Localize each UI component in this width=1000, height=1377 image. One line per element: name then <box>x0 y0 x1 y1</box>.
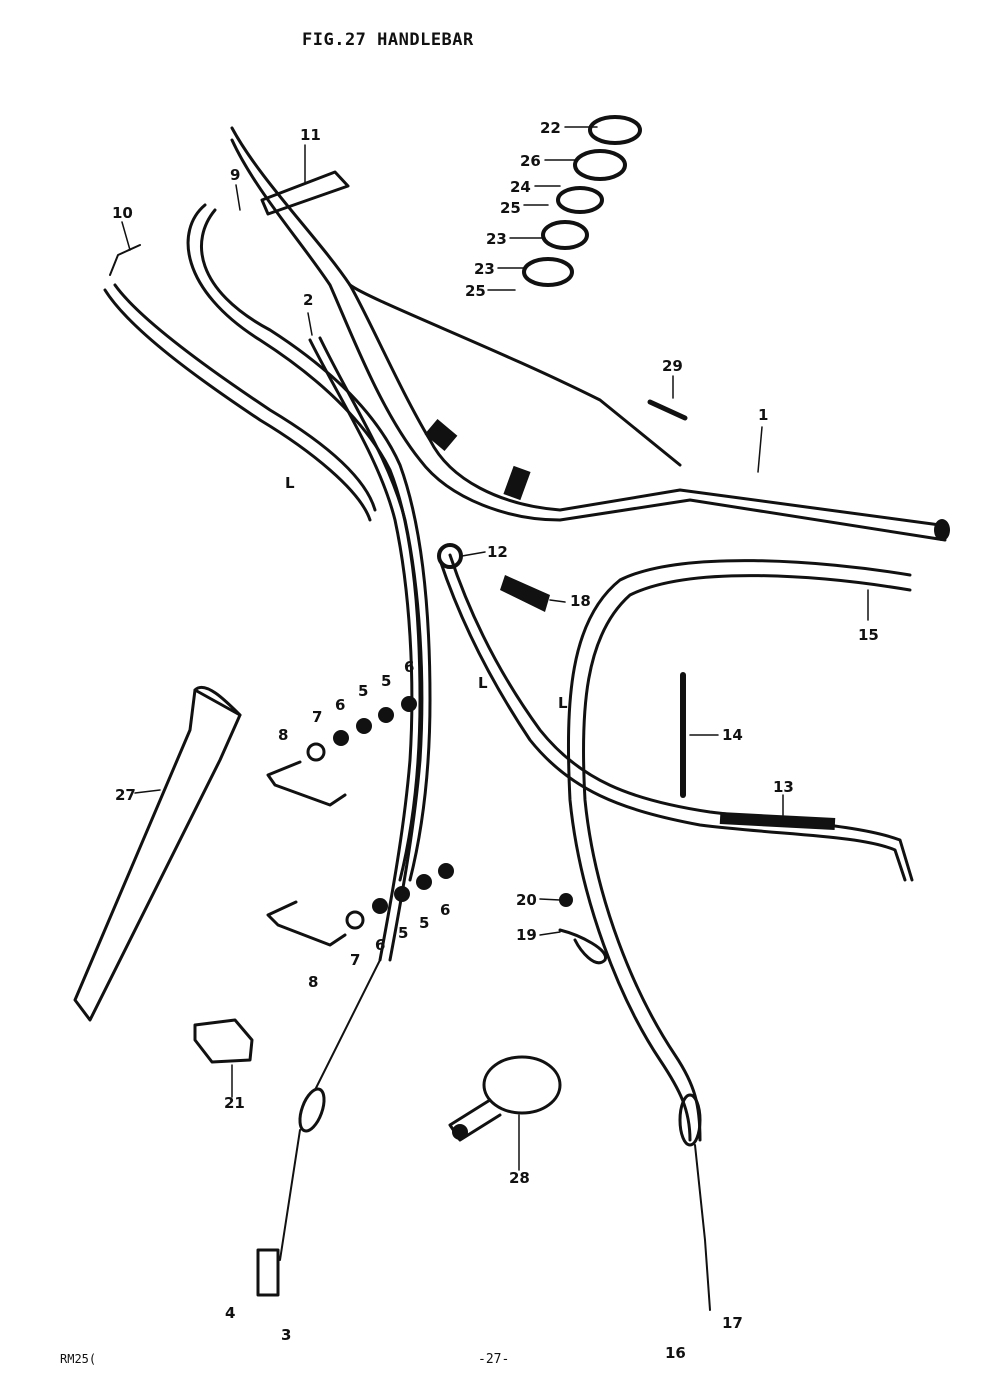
callout-cLc: L <box>558 694 568 712</box>
throttle-housing <box>448 1055 562 1142</box>
callout-c23b: 23 <box>474 260 495 278</box>
cable-cover <box>73 686 242 1022</box>
callout-c4: 4 <box>225 1304 235 1322</box>
callout-c6d: 6 <box>440 901 450 919</box>
clutch-cable-right <box>566 559 912 1311</box>
clamp-lower <box>266 900 347 947</box>
callout-c15: 15 <box>858 626 879 644</box>
throttle-cable <box>103 244 377 522</box>
callout-c10: 10 <box>112 204 133 222</box>
callout-c9: 9 <box>230 166 240 184</box>
pin <box>647 399 688 421</box>
callout-c29: 29 <box>662 357 683 375</box>
callout-c26: 26 <box>520 152 541 170</box>
callout-cLb: L <box>478 674 488 692</box>
callout-c5c: 5 <box>398 924 408 942</box>
callout-c12: 12 <box>487 543 508 561</box>
callout-c3: 3 <box>281 1326 291 1344</box>
callout-c23a: 23 <box>486 230 507 248</box>
throttle-cable-right <box>438 553 914 882</box>
damper-rubber <box>500 575 550 612</box>
callout-c27: 27 <box>115 786 136 804</box>
callout-c25b: 25 <box>465 282 486 300</box>
grip <box>260 170 350 216</box>
callout-c25a: 25 <box>500 199 521 217</box>
callout-c28: 28 <box>509 1169 530 1187</box>
callout-c11: 11 <box>300 126 321 144</box>
callout-c16: 16 <box>665 1344 686 1362</box>
callout-c5a: 5 <box>358 682 368 700</box>
callout-c22: 22 <box>540 119 561 137</box>
callout-c8b: 8 <box>308 973 318 991</box>
callout-c1: 1 <box>758 406 768 424</box>
callout-c17: 17 <box>722 1314 743 1332</box>
callout-c14: 14 <box>722 726 743 744</box>
callout-c6a: 6 <box>335 696 345 714</box>
callout-c2: 2 <box>303 291 313 309</box>
bolt <box>559 893 573 907</box>
callout-c5d: 5 <box>419 914 429 932</box>
decompression-cable <box>256 336 424 1297</box>
callout-cLa: L <box>285 474 295 492</box>
callout-c7b: 7 <box>350 951 360 969</box>
callout-c18: 18 <box>570 592 591 610</box>
clamp-upper <box>266 760 347 807</box>
grommet <box>437 543 463 569</box>
page-number: -27- <box>478 1352 510 1367</box>
leader-lines <box>121 126 869 1171</box>
callout-c21: 21 <box>224 1094 245 1112</box>
callout-c13: 13 <box>773 778 794 796</box>
callout-c5b: 5 <box>381 672 391 690</box>
clutch-cable <box>186 203 432 882</box>
figure-title: FIG.27 HANDLEBAR <box>302 30 474 50</box>
callout-c7a: 7 <box>312 708 322 726</box>
callout-labels: 1291011121314151617181920212223232425252… <box>112 119 879 1362</box>
bearing-stack <box>522 115 642 287</box>
fasteners <box>306 696 454 930</box>
rubber-block <box>193 1018 254 1064</box>
callout-c6c: 6 <box>375 936 385 954</box>
cable-clip <box>558 928 607 964</box>
callout-c8a: 8 <box>278 726 288 744</box>
model-code: RM25( <box>60 1352 97 1366</box>
callout-c19: 19 <box>516 926 537 944</box>
callout-c6b: 6 <box>404 658 414 676</box>
callout-c24: 24 <box>510 178 531 196</box>
callout-c20: 20 <box>516 891 537 909</box>
